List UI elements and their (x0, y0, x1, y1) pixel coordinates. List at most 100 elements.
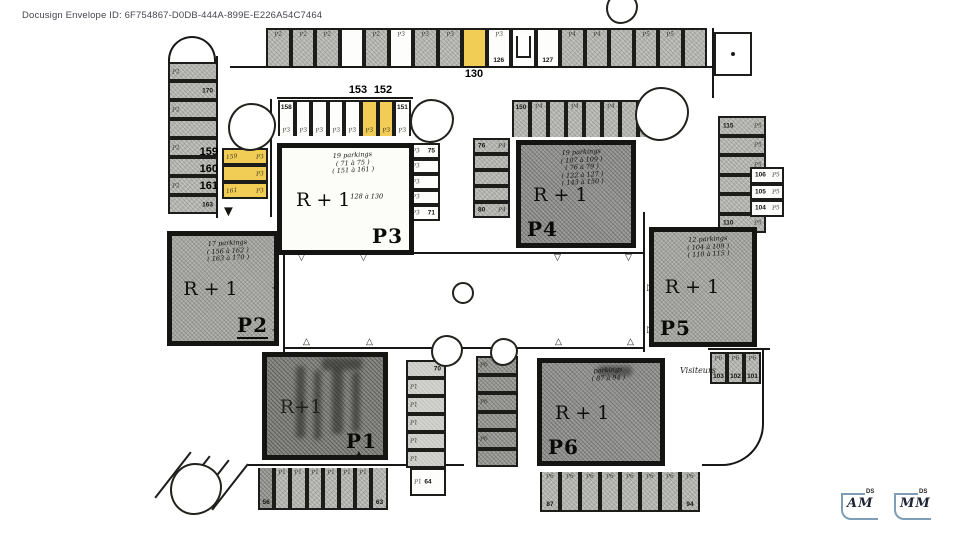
building-p2: 17 parkings( 156 à 162 )( 163 à 170 )R +… (167, 231, 279, 346)
stall-permit-mark: P4 (497, 206, 507, 214)
stall-permit-mark: P3 (381, 126, 391, 135)
stall-permit-mark: P1 (409, 401, 419, 409)
highlighted-stall-number: 159 (199, 146, 218, 158)
stall-number: 104 (755, 204, 766, 212)
parking-stall: P6 (580, 472, 600, 512)
stall-permit-mark: P3 (445, 30, 455, 39)
stamp-frame-line (894, 493, 918, 495)
stall-permit-mark: P2 (171, 105, 181, 114)
parking-stall: 56 (258, 468, 275, 510)
passage-marker-icon: ▲ (353, 447, 365, 461)
stall-number: 158 (280, 104, 292, 111)
building-name-label: P6 (548, 435, 579, 459)
road-line (643, 212, 645, 352)
stall-permit-mark: P5 (641, 30, 651, 39)
stall-permit-mark: P1 (342, 468, 352, 477)
highlighted-stall-number: 160 (199, 163, 218, 175)
stall-permit-mark: P3 (398, 126, 407, 135)
stall-number: 103 (713, 373, 724, 380)
stall-permit-mark: P6 (748, 354, 757, 363)
stall-permit-mark: P1 (310, 468, 320, 477)
parking-stall: P2 (168, 138, 216, 157)
stall-permit-mark: P3 (494, 30, 504, 39)
parking-stall: P3 (437, 28, 462, 66)
parking-stall: P3 (413, 28, 438, 66)
stall-permit-mark: P1 (409, 455, 419, 463)
highlighted-stall-number: 153 (348, 84, 368, 96)
passage-marker-icon: ▷ (647, 324, 654, 334)
stall-permit-mark: P5 (665, 30, 675, 39)
parking-stall: P3 (344, 100, 361, 136)
road-line (285, 252, 645, 254)
road-line (277, 97, 413, 99)
parking-stall: P3 (327, 100, 345, 136)
parking-stall: P2 (315, 28, 340, 66)
parking-stall: 170 (168, 81, 216, 100)
stall-number: 76 (478, 142, 486, 150)
stall-permit-mark: P3 (396, 30, 406, 39)
stall-permit-mark: P6 (731, 354, 740, 363)
passage-marker-icon: ▼ (221, 203, 236, 220)
parking-stall: P6 (620, 472, 640, 512)
stall-permit-mark: P3 (298, 126, 308, 135)
stall-number: 106 (755, 171, 766, 179)
stall-permit-mark: P3 (255, 186, 265, 195)
parking-stall (473, 154, 510, 170)
stall-permit-mark: P6 (585, 472, 595, 481)
stall-number: 80 (478, 206, 486, 214)
building-name-label: P4 (527, 217, 558, 241)
parking-stall: 63 (371, 468, 388, 510)
stamp-frame-bracket (841, 493, 878, 520)
stall-number: 63 (375, 499, 384, 506)
building-name-label: P2 (237, 313, 268, 339)
stall-permit-mark: P1 (358, 468, 368, 477)
stall-permit-mark: P4 (570, 102, 580, 111)
stall-permit-mark: P3 (420, 30, 430, 39)
stall-number: 56 (262, 499, 270, 506)
stall-number: 151 (397, 104, 408, 111)
building-floors-label: R + 1128 à 130 (295, 188, 384, 211)
stall-number: 105 (755, 188, 766, 196)
parking-stall: P4 (566, 100, 584, 137)
tree-icon (228, 103, 276, 151)
parking-stall: P1 (274, 468, 291, 510)
parking-stall: P3 (361, 100, 378, 136)
parking-stall (609, 28, 634, 66)
parking-stall (462, 28, 487, 66)
road-line (216, 56, 218, 218)
stall-number: 110 (723, 219, 734, 227)
docusign-ds-icon: DS (866, 489, 875, 495)
parking-stall (168, 157, 216, 176)
stall-permit-mark: P1 (326, 468, 336, 477)
stall-permit-mark: P1 (294, 468, 303, 477)
passage-marker-icon: △ (303, 336, 310, 346)
parking-stall (473, 186, 510, 202)
parking-stall: P3 (294, 100, 312, 136)
stall-permit-mark: P5 (753, 121, 763, 130)
planter-square-icon (714, 32, 752, 76)
planter-icon (516, 36, 531, 58)
stamp-frame-bracket (894, 493, 931, 520)
passage-marker-icon: ◁ (272, 282, 279, 292)
road-line (285, 347, 645, 349)
building-floors-label: R + 1 (183, 278, 238, 300)
passage-marker-icon: △ (627, 336, 634, 346)
stall-permit-mark: P5 (771, 187, 781, 196)
docusign-ds-icon: DS (919, 489, 928, 495)
curb-arc (168, 36, 216, 62)
building-name-label: P5 (660, 316, 691, 340)
parking-stall: P3 (388, 28, 413, 66)
parking-stall: P2 (266, 28, 291, 66)
parking-stall: P5 105 (750, 183, 784, 200)
passage-marker-icon: ▷ (647, 282, 654, 292)
stall-permit-mark: P4 (567, 30, 577, 39)
parking-stall: 150 (512, 100, 530, 137)
stall-permit-mark: P5 (753, 141, 763, 150)
